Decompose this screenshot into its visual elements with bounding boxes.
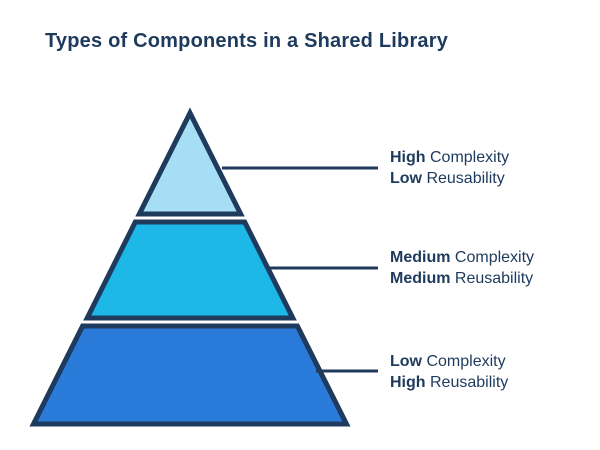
pyramid-tier-top bbox=[135, 107, 245, 217]
tier-label-middle: Medium Complexity Medium Reusability bbox=[390, 247, 580, 289]
tier-label-bottom-line1: Low Complexity bbox=[390, 351, 580, 372]
label-rest-word: Reusability bbox=[430, 374, 509, 391]
pyramid-tier-bottom bbox=[29, 323, 351, 427]
label-bold-word: High bbox=[390, 374, 426, 391]
tier-label-bottom-line2: High Reusability bbox=[390, 372, 580, 393]
diagram-title: Types of Components in a Shared Library bbox=[45, 30, 449, 52]
tier-label-top: High Complexity Low Reusability bbox=[390, 147, 580, 189]
label-bold-word: Medium bbox=[390, 249, 451, 266]
label-bold-word: High bbox=[390, 149, 426, 166]
tier-label-bottom: Low Complexity High Reusability bbox=[390, 351, 580, 393]
tier-label-middle-line1: Medium Complexity bbox=[390, 247, 580, 268]
label-bold-word: Low bbox=[390, 353, 422, 370]
label-rest-word: Complexity bbox=[430, 149, 510, 166]
label-bold-word: Medium bbox=[390, 270, 451, 287]
label-bold-word: Low bbox=[390, 170, 422, 187]
tier-label-top-line1: High Complexity bbox=[390, 147, 580, 168]
label-rest-word: Reusability bbox=[426, 170, 505, 187]
label-rest-word: Complexity bbox=[454, 249, 535, 266]
tier-label-middle-line2: Medium Reusability bbox=[390, 268, 580, 289]
pyramid-tier-middle bbox=[83, 219, 297, 321]
label-rest-word: Complexity bbox=[426, 353, 506, 370]
tier-label-top-line2: Low Reusability bbox=[390, 168, 580, 189]
label-rest-word: Reusability bbox=[454, 270, 534, 287]
